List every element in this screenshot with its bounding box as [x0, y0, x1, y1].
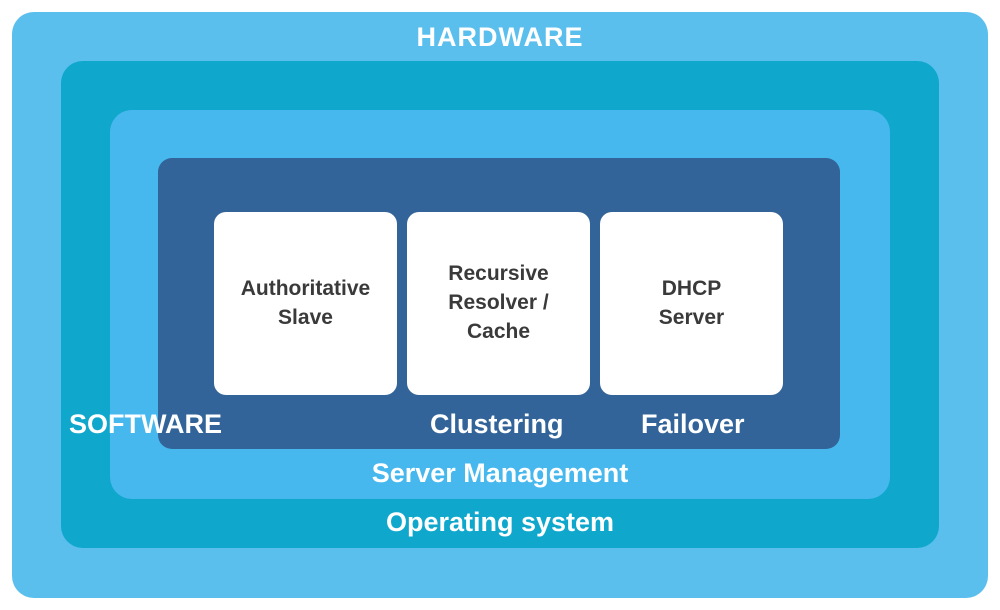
dhcp-server-card: DHCP Server	[600, 212, 783, 395]
server-management-label: Server Management	[371, 458, 629, 488]
recursive-resolver-cache-card: Recursive Resolver / Cache	[407, 212, 590, 395]
clustering-label: Clustering	[430, 409, 564, 439]
authoritative-slave-card: Authoritative Slave	[214, 212, 397, 395]
card-label: Authoritative Slave	[240, 277, 371, 329]
operating-system-label: Operating system	[385, 507, 615, 537]
card-label: Recursive Resolver / Cache	[448, 262, 549, 343]
hardware-label: HARDWARE	[416, 22, 584, 52]
failover-label: Failover	[641, 409, 745, 439]
card-label: DHCP Server	[658, 277, 725, 329]
software-label: SOFTWARE	[69, 409, 222, 439]
